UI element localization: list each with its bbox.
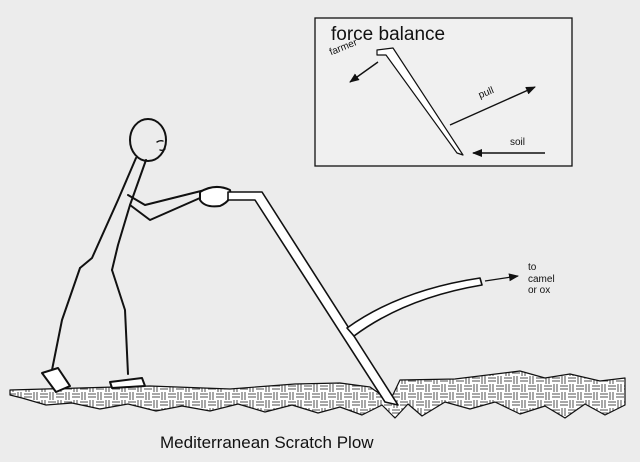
draft-pole <box>346 277 483 337</box>
farmer-front-leg <box>111 269 129 375</box>
farmer-back-foot <box>41 367 71 393</box>
farmer-hands <box>199 186 232 208</box>
plow-beam <box>227 191 399 406</box>
to-animal-arrow <box>484 273 519 282</box>
pull-force-arrow <box>449 86 536 126</box>
farmer-back-leg <box>51 267 81 383</box>
destination-line-3: or ox <box>528 285 551 296</box>
diagram-caption: Mediterranean Scratch Plow <box>160 433 374 452</box>
destination-line-1: to <box>528 262 537 273</box>
farmer-figure <box>41 118 232 393</box>
soil-section <box>9 370 626 419</box>
farmer-face <box>156 139 166 152</box>
farmer-front-foot <box>109 377 146 389</box>
farmer-arms <box>127 189 206 221</box>
farmer-force-arrow <box>349 61 379 83</box>
destination-label: to camel or ox <box>528 262 555 297</box>
inset-plow-shape <box>376 47 464 156</box>
scratch-plow <box>227 191 519 406</box>
soil-force-label: soil <box>510 137 526 148</box>
force-balance-inset <box>314 17 573 167</box>
farmer-head <box>129 118 167 162</box>
inset-title: force balance <box>331 24 446 45</box>
destination-line-2: camel <box>528 273 555 285</box>
farmer-body <box>79 157 147 271</box>
